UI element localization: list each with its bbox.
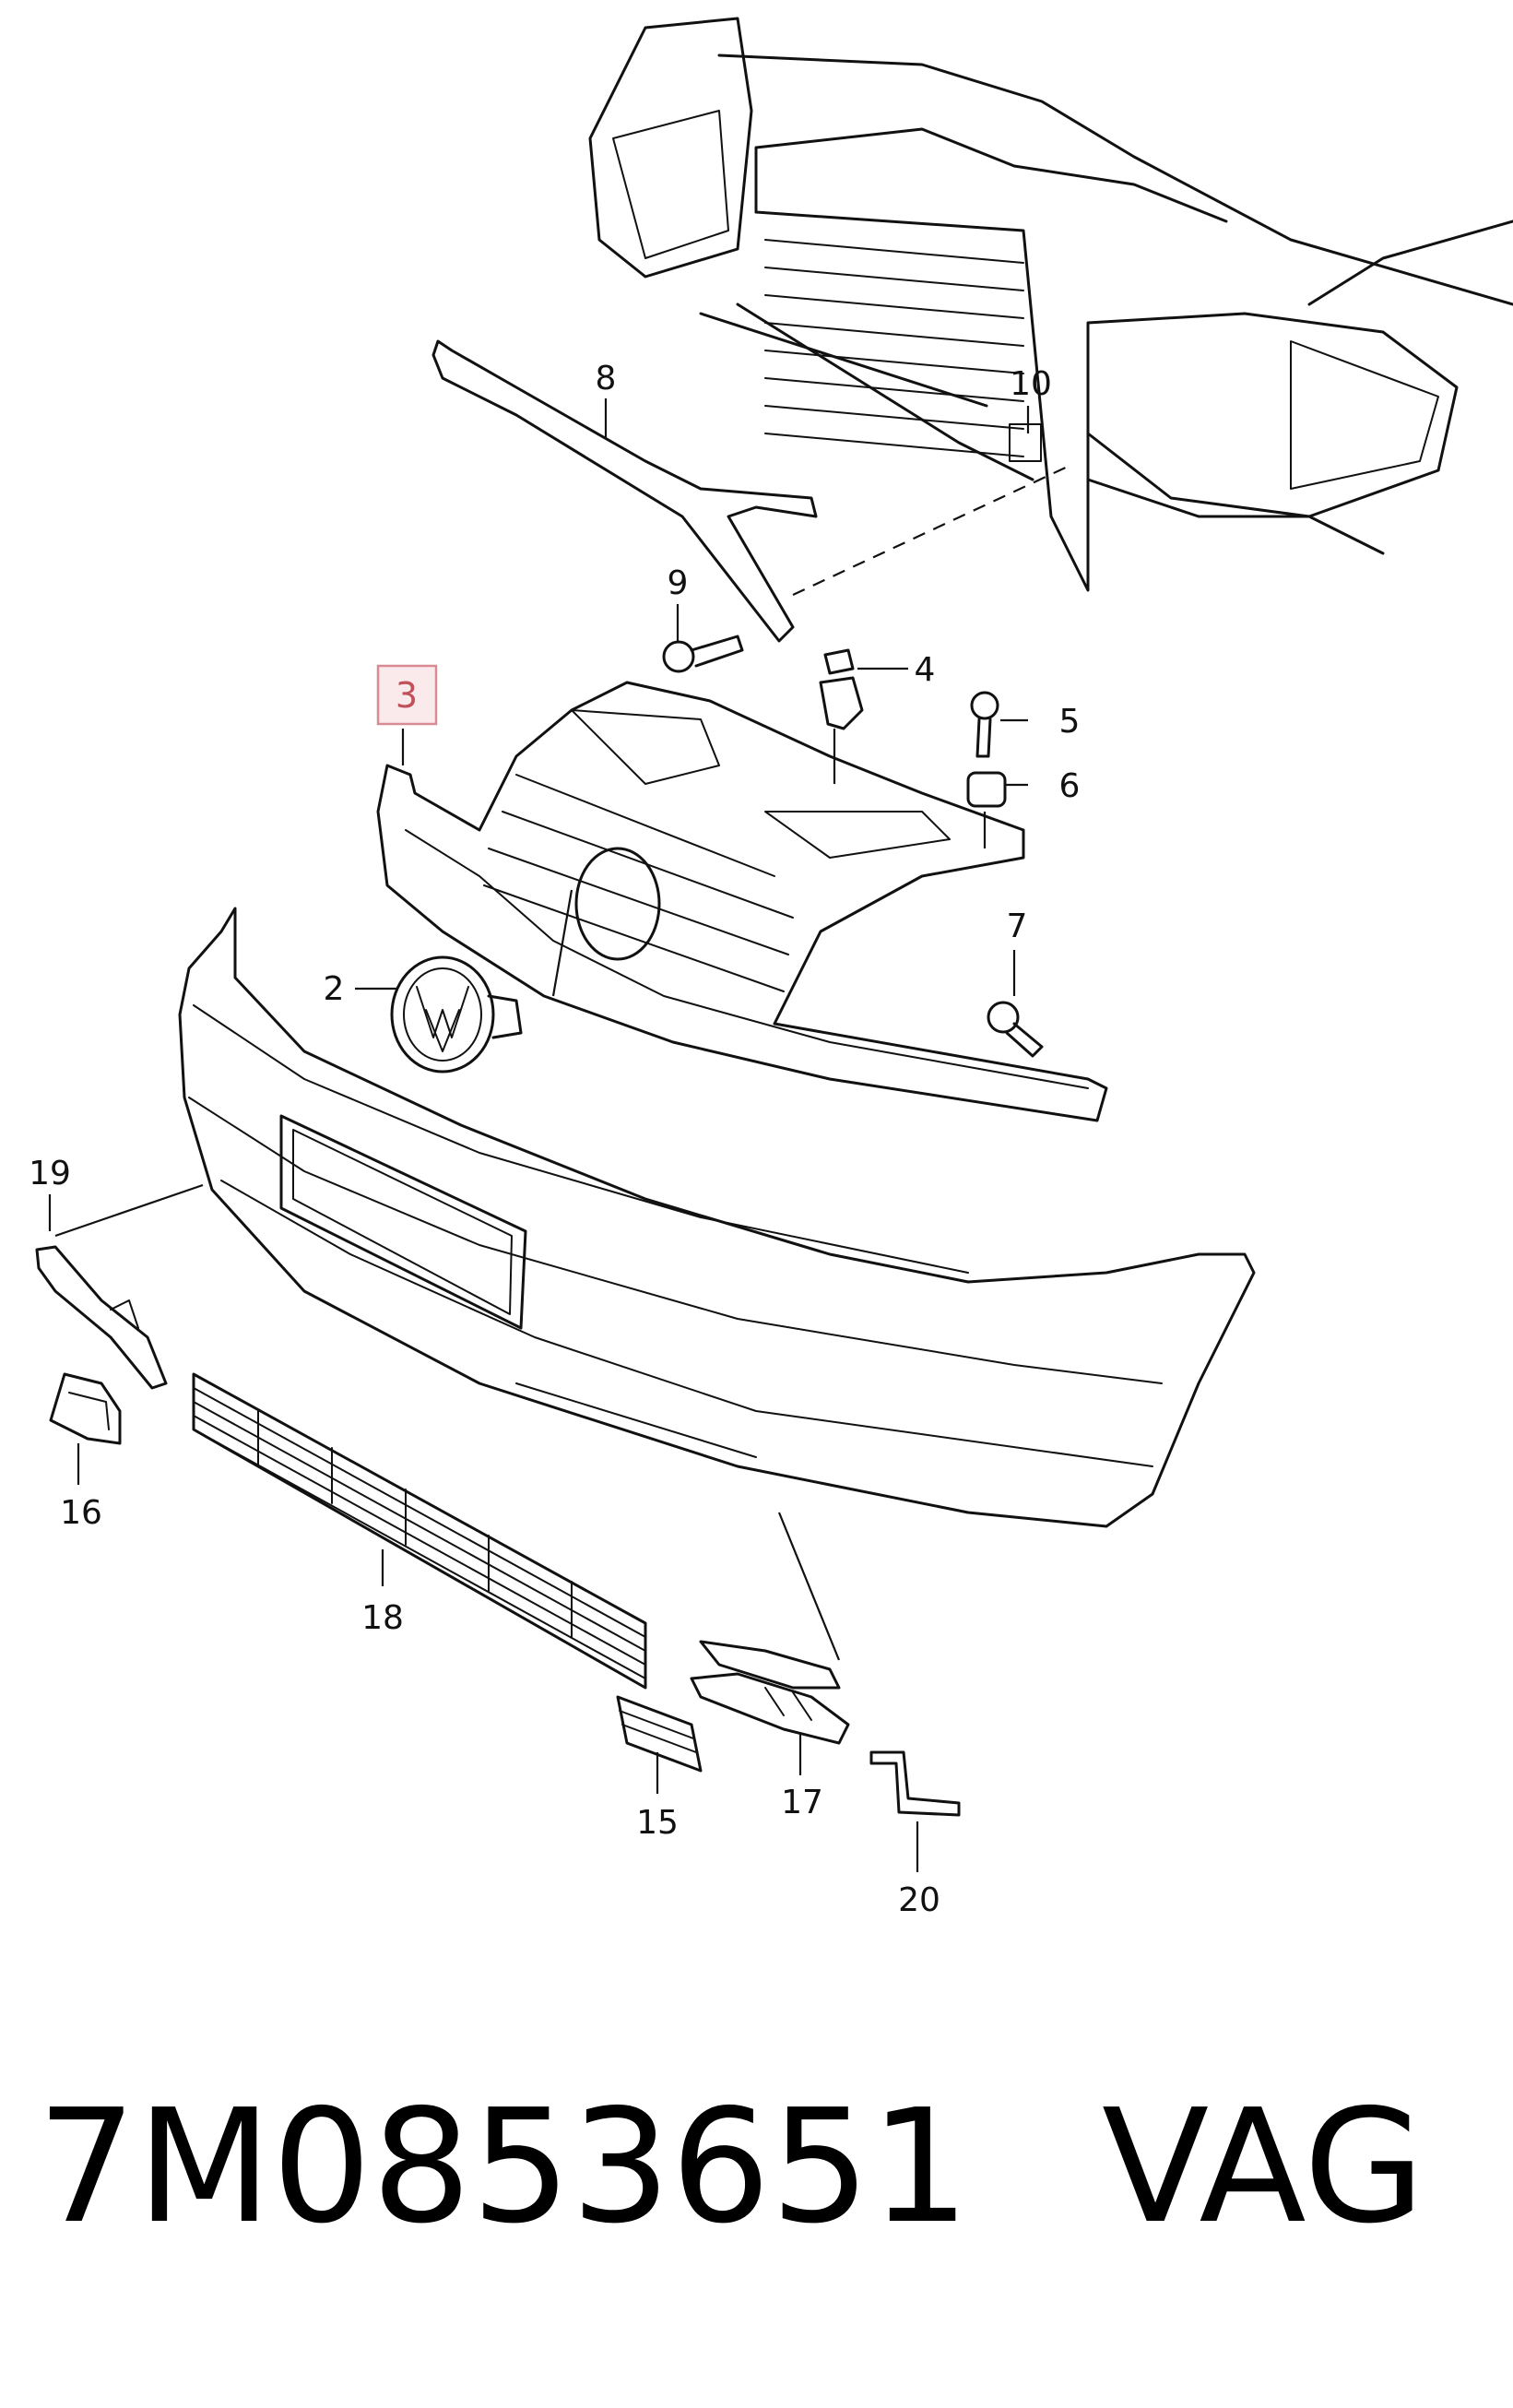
part-15-small-grille: [616, 1695, 703, 1773]
lower-grille-bars: [193, 1387, 646, 1679]
callout-16: 16: [60, 1494, 102, 1532]
callout-17: 17: [781, 1784, 823, 1821]
part-6-nut: [966, 771, 1007, 808]
callout-19: 19: [29, 1155, 71, 1192]
part-18-lower-grille: [192, 1372, 647, 1690]
callout-20: 20: [898, 1881, 940, 1919]
leader-lines: [48, 398, 1030, 1872]
part-8-bracket: [431, 339, 818, 643]
connection-dashed-line: [792, 465, 1070, 596]
callout-5: 5: [1059, 703, 1081, 741]
part-5-screw: [970, 691, 999, 758]
callout-2: 2: [324, 970, 345, 1008]
part-2-emblem: [390, 955, 523, 1074]
callout-9: 9: [668, 564, 689, 602]
callout-3-highlight: 3: [376, 664, 438, 726]
callout-4: 4: [915, 651, 936, 689]
part-20-bracket: [869, 1750, 961, 1817]
callout-6: 6: [1059, 767, 1081, 805]
callout-7: 7: [1007, 907, 1028, 945]
callouts: 8 10 9 4 5 6 7 2 19 16 18 15 17 20 3: [29, 360, 1080, 1919]
footer: 7M0853651 VAG: [37, 2057, 1475, 2278]
callout-3: 3: [396, 675, 418, 716]
bumper-cover: [178, 907, 1256, 1528]
part-19-bracket: [35, 1245, 168, 1390]
vehicle-front-end: [588, 17, 1513, 592]
radiator-fins: [764, 239, 1024, 457]
callout-8: 8: [596, 360, 617, 397]
part-9-screw: [662, 635, 744, 673]
brand-label: VAG: [1102, 2076, 1425, 2259]
part-16-clip: [49, 1372, 122, 1445]
part-4-clip: [819, 648, 864, 730]
grille-slats: [483, 774, 794, 992]
callout-10: 10: [1010, 365, 1052, 403]
part-7-screw: [987, 1001, 1044, 1058]
callout-18: 18: [361, 1599, 404, 1637]
part-number: 7M0853651: [37, 2076, 970, 2259]
part-17-cover: [690, 1640, 850, 1745]
callout-15: 15: [636, 1804, 679, 1842]
part-3-grille: [376, 681, 1108, 1122]
